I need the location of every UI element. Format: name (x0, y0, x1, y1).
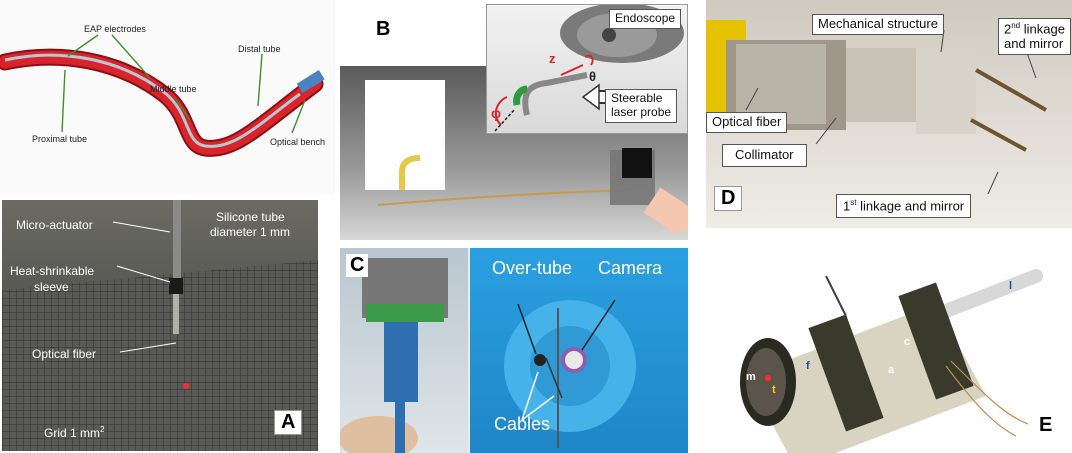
panel-letter-e: E (1039, 414, 1053, 436)
label-over-tube: Over-tube (492, 258, 573, 278)
grid-sup: 2 (100, 425, 105, 434)
label-e-a: a (888, 364, 895, 376)
c-right-photo (470, 248, 688, 453)
b-probe-drawing (377, 148, 688, 237)
grid-surface (2, 200, 318, 451)
eap-tube-diagram (0, 34, 325, 157)
c-left-photo (340, 248, 468, 453)
label-heat-shrink: Heat-shrinkable (10, 264, 95, 278)
label-mechanical-structure: Mechanical structure (812, 14, 944, 35)
label-optical-bench: Optical bench (270, 137, 326, 147)
label-collimator: Collimator (722, 144, 807, 167)
label-silicone-tube: Silicone tube (216, 210, 285, 224)
second-sup: nd (1011, 21, 1021, 30)
label-proximal-tube: Proximal tube (32, 134, 88, 144)
label-eap-electrodes: EAP electrodes (84, 24, 146, 34)
panel-letter-d: D (714, 186, 743, 211)
c-robot-drawing (340, 258, 448, 453)
label-e-m: m (746, 371, 756, 383)
label-theta: θ (589, 69, 597, 84)
steerable-line2: laser probe (611, 104, 672, 119)
first-pre: 1 (843, 198, 851, 214)
panel-a-top: EAP electrodes Distal tube Middle tube P… (0, 0, 335, 195)
c-overtube-drawing (504, 299, 636, 448)
label-cables: Cables (494, 414, 551, 434)
grid-text: Grid 1 mm (44, 426, 101, 440)
label-z: z (549, 51, 556, 66)
label-distal-tube: Distal tube (238, 44, 281, 54)
label-e-f: f (806, 360, 810, 372)
panel-e: l c f a m t E (706, 256, 1072, 453)
first-sup: st (850, 198, 857, 207)
label-phi: φ (491, 105, 502, 121)
second-pre: 2 (1004, 21, 1012, 37)
label-heat-shrink-sleeve: sleeve (34, 280, 69, 294)
label-e-t: t (772, 384, 776, 396)
panel-letter-c: C (346, 254, 369, 277)
panel-c: C Over-tube Camera Cables (340, 248, 688, 453)
panel-letter-b: B (376, 18, 391, 40)
panel-a-bottom: Micro-actuator Silicone tube diameter 1 … (2, 200, 318, 451)
label-middle-tube: Middle tube (150, 84, 197, 94)
first-post: linkage and mirror (856, 198, 965, 214)
label-first-linkage: 1st linkage and mirror (836, 194, 972, 219)
label-optical-fiber-a: Optical fiber (32, 347, 97, 361)
label-grid: Grid 1 mm2 (44, 425, 104, 440)
second-post: linkage (1020, 21, 1065, 37)
label-micro-actuator: Micro-actuator (16, 218, 93, 232)
panel-letter-a: A (274, 410, 303, 435)
label-silicone-diameter: diameter 1 mm (210, 225, 291, 239)
label-camera: Camera (598, 258, 663, 278)
label-endoscope: Endoscope (609, 9, 682, 29)
label-e-c: c (904, 336, 911, 348)
label-optical-fiber-d: Optical fiber (706, 112, 788, 133)
e-probe-drawing (740, 269, 1043, 453)
second-and-mirror: and mirror (1004, 36, 1064, 52)
label-e-l: l (1009, 280, 1013, 292)
steerable-line1: Steerable (611, 91, 663, 105)
